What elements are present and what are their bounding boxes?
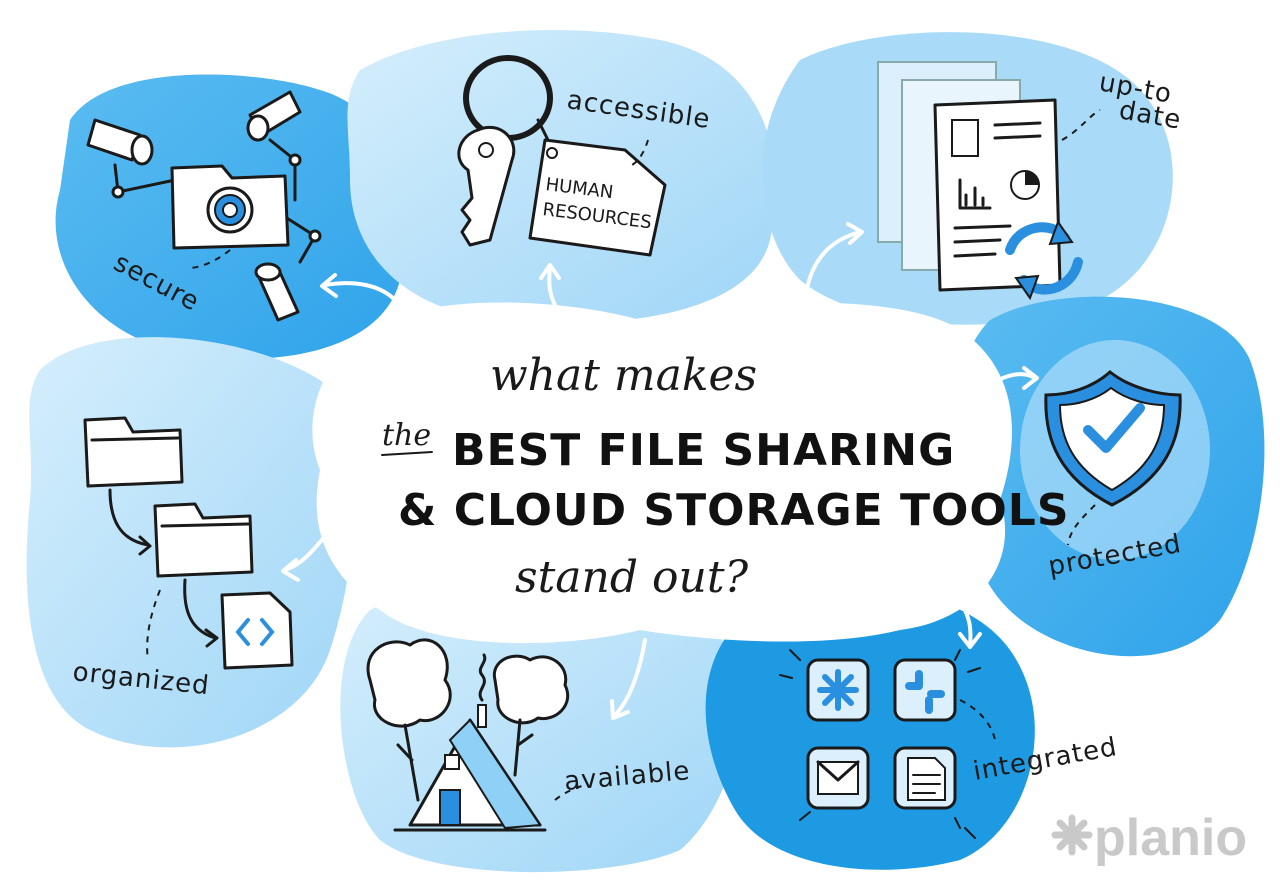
camera-icon [86, 118, 154, 166]
file-icon [893, 746, 957, 810]
camera-icon [246, 90, 302, 142]
app-icon [806, 658, 870, 722]
security-cameras: secure [86, 90, 322, 322]
shield-group: protected [1020, 340, 1210, 582]
brand-name: planio [1094, 809, 1247, 867]
arrows [281, 222, 1039, 720]
organized-group: organized [71, 416, 294, 701]
planio-logo: planio [1051, 809, 1247, 867]
house-icon [393, 653, 547, 832]
title-line-1: what makes [490, 350, 757, 401]
mail-icon [806, 746, 870, 810]
title-line-4: stand out? [515, 552, 748, 603]
asterisk-icon [1051, 814, 1093, 856]
title-line-2: BEST FILE SHARING [452, 425, 955, 476]
code-file-icon [220, 591, 294, 670]
main-title: what makes the BEST FILE SHARING & CLOUD… [381, 350, 1070, 603]
tree-icon [366, 638, 452, 802]
sync-icon [1005, 219, 1083, 301]
house-scene: available [366, 638, 691, 832]
folder-icon [83, 416, 184, 488]
shield-icon [1044, 370, 1182, 507]
title-the: the [382, 418, 431, 453]
document-icon [933, 98, 1062, 292]
tree-icon [492, 654, 570, 777]
title-cloud [312, 302, 1012, 644]
tag-icon: HUMAN RESOURCES [528, 138, 667, 257]
folder-icon [153, 502, 254, 578]
check-icon [1083, 403, 1145, 453]
folder-icon [170, 164, 290, 250]
app-icon [893, 658, 957, 722]
title-line-3: & CLOUD STORAGE TOOLS [398, 485, 1070, 536]
camera-icon [254, 262, 300, 322]
integrations-grid: integrated [779, 649, 1120, 839]
documents-stack: up-to date [877, 61, 1184, 301]
key-icon [457, 125, 516, 247]
